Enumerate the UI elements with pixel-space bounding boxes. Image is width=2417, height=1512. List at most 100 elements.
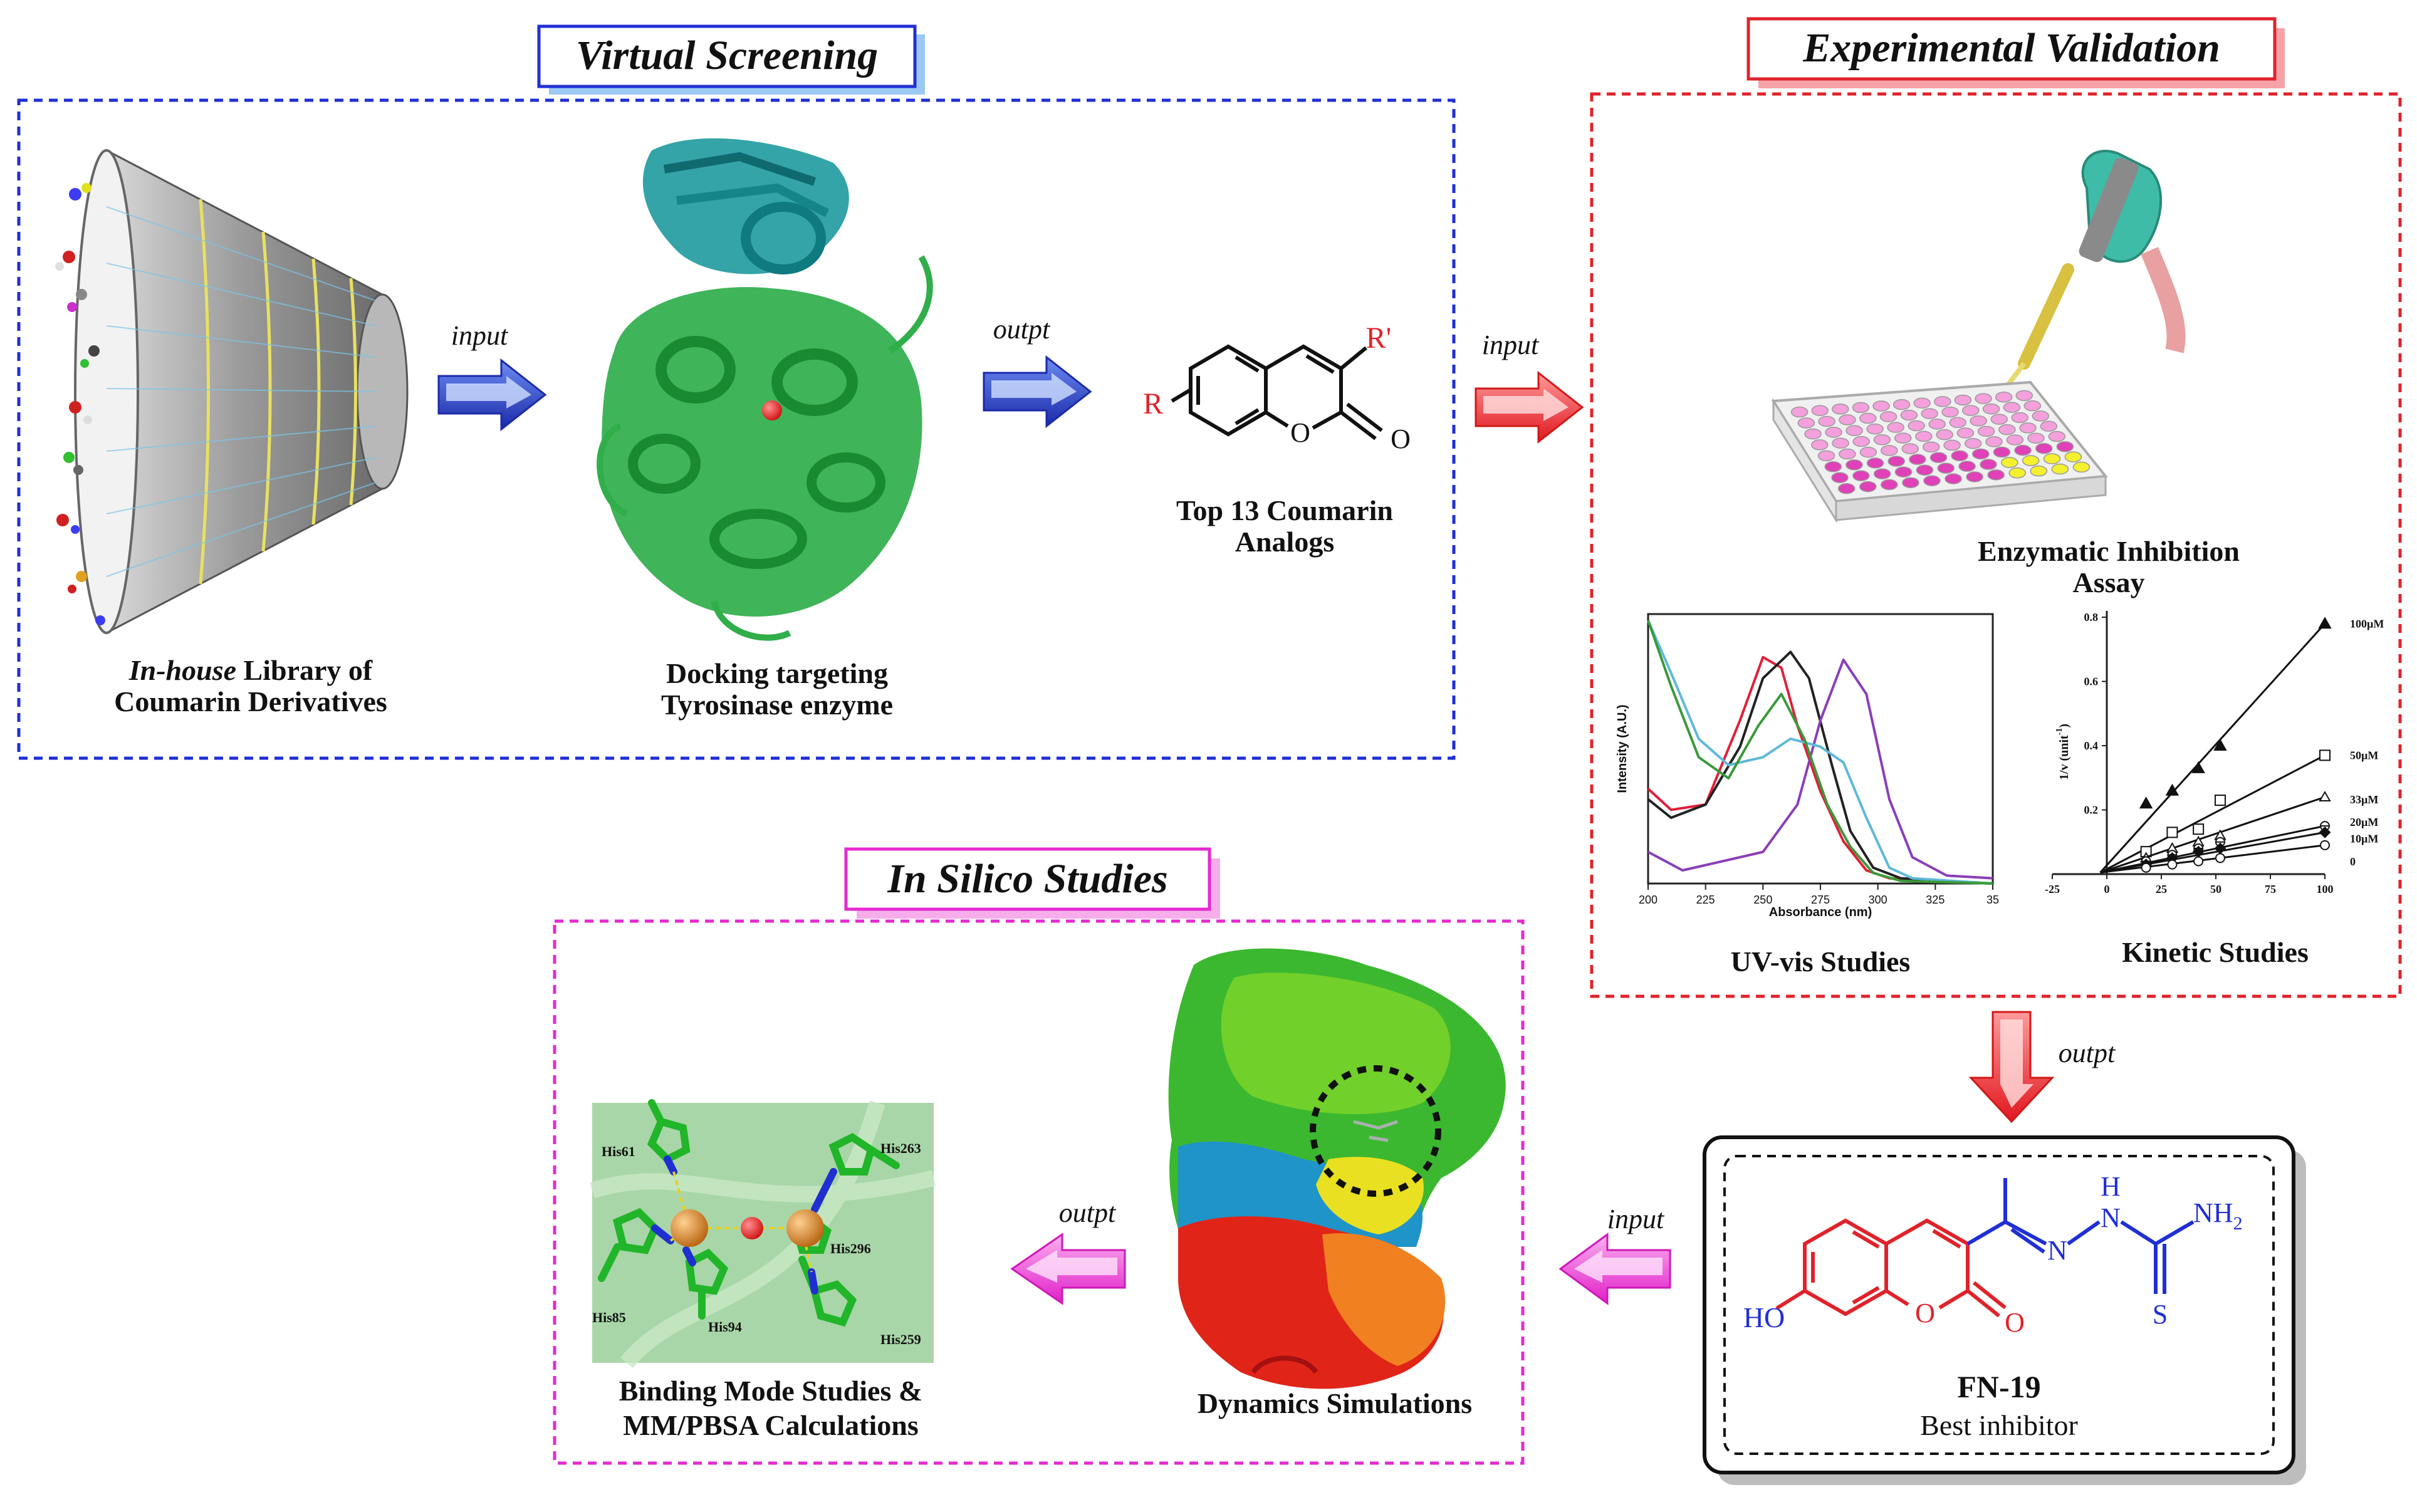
uv-vis-y-axis-label: Intensity (A.U.) <box>1616 704 1629 793</box>
kinetic-y-tick-label: 0.2 <box>2084 804 2099 816</box>
in-silico-section: In Silico Studies <box>553 847 1525 1465</box>
plate-well <box>2011 412 2029 424</box>
microplate-illustration <box>1771 380 2108 524</box>
kinetic-fit-line-4 <box>2100 831 2326 873</box>
library-cone-illustration <box>55 149 409 635</box>
assay-caption-line1: Enzymatic Inhibition <box>1978 535 2240 567</box>
plate-well <box>1993 446 2011 458</box>
kinetic-series-label-2: 33µM <box>2350 793 2378 806</box>
plate-well <box>2014 444 2032 456</box>
plate-well <box>2051 463 2069 475</box>
kinetic-x-tick-label: -25 <box>2045 883 2060 895</box>
carbonyl-oxygen-label: O <box>1391 424 1411 454</box>
pipette-illustration <box>2003 150 2186 390</box>
uv-vis-x-tick-label: 275 <box>1811 894 1830 906</box>
kinetic-point-1 <box>2214 795 2226 806</box>
kinetic-point-5 <box>2193 856 2204 867</box>
kinetic-point-2 <box>2319 790 2331 801</box>
plate-well <box>2001 457 2018 468</box>
kinetic-point-0 <box>2213 738 2227 751</box>
plate-well <box>2072 461 2091 473</box>
library-caption-line2: Coumarin Derivatives <box>114 686 387 717</box>
experimental-validation-section: Experimental Validation Enzymatic Inhibi… <box>1590 17 2402 998</box>
kinetic-series-label-3: 20µM <box>2350 816 2378 828</box>
svg-text:outpt: outpt <box>993 314 1051 345</box>
plate-well <box>1958 461 1976 472</box>
plate-well <box>1902 477 1919 489</box>
arrow-library-to-docking: input <box>437 320 547 432</box>
svg-text:input: input <box>1607 1204 1665 1234</box>
r-prime-substituent-label: R' <box>1366 321 1392 355</box>
svg-text:input: input <box>451 320 509 351</box>
plate-well <box>1859 481 1877 493</box>
plate-well <box>1945 473 1962 484</box>
kinetic-point-4 <box>2319 826 2331 838</box>
uv-vis-series-3 <box>1647 620 1993 885</box>
plate-well <box>2006 434 2024 446</box>
residue-his94: His94 <box>708 1319 742 1335</box>
uv-vis-x-tick-label: 325 <box>1926 894 1945 906</box>
plate-well <box>1872 400 1890 412</box>
plate-well <box>1845 459 1863 471</box>
uv-vis-x-tick-label: 225 <box>1696 894 1715 906</box>
best-inhibitor-subtitle: Best inhibitor <box>1920 1409 2078 1441</box>
binding-site-panel: His61 His263 His296 His85 His94 His259 <box>590 1099 936 1369</box>
plate-well <box>1852 470 1870 481</box>
svg-text:outpt: outpt <box>1059 1197 1117 1228</box>
plate-well <box>1949 417 1966 429</box>
plate-well <box>1839 414 1856 425</box>
plate-well <box>1881 479 1898 491</box>
plate-well <box>1972 448 1990 460</box>
plate-well <box>1859 412 1877 424</box>
best-inhibitor-name: FN-19 <box>1957 1369 2040 1404</box>
plate-well <box>1818 415 1835 427</box>
kinetic-point-1 <box>2166 826 2178 838</box>
coumarin-scaffold-structure <box>1171 344 1383 441</box>
molecule-cluster <box>55 183 105 625</box>
plate-well <box>1866 457 1884 469</box>
plate-well <box>1817 450 1835 462</box>
plate-well <box>1901 443 1919 454</box>
plate-well <box>1964 437 1982 449</box>
kinetic-fit-line-1 <box>2099 754 2326 873</box>
plate-well <box>1936 429 1953 441</box>
uv-vis-x-axis-label: Absorbance (nm) <box>1769 905 1872 919</box>
plate-well <box>1859 446 1877 458</box>
kinetic-y-tick-label: 0.6 <box>2084 675 2099 688</box>
kinetic-y-tick-label: 0.8 <box>2084 611 2099 623</box>
plate-well <box>1825 427 1842 438</box>
uv-vis-series-2 <box>1647 659 1993 880</box>
binding-caption-line2: MM/PBSA Calculations <box>623 1409 919 1441</box>
kinetic-fit-line-0 <box>2099 623 2326 873</box>
arrow-best-to-dynamics: input <box>1558 1204 1671 1305</box>
plate-well <box>1937 462 1955 474</box>
plate-well <box>1962 405 1980 416</box>
kinetic-point-5 <box>2141 862 2151 873</box>
kinetic-y-axis-label: 1/v (unit-1) <box>2055 724 2071 780</box>
best-inhibitor-inner-frame <box>1723 1155 2275 1455</box>
fn19-hydrogen-label: H <box>2101 1171 2121 1202</box>
plate-well <box>1832 404 1849 415</box>
kinetic-point-1 <box>2193 823 2205 835</box>
fn19-imine-n-label: N <box>2047 1235 2067 1266</box>
plate-well <box>1852 435 1871 447</box>
plate-well <box>2008 467 2026 479</box>
plate-well <box>1923 475 1941 486</box>
bridging-oxygen <box>741 1217 763 1239</box>
plate-well <box>1797 417 1815 429</box>
in-silico-title-box <box>844 847 1211 911</box>
kinetic-point-5 <box>2215 853 2225 863</box>
plate-well <box>1804 428 1822 440</box>
residue-his61: His61 <box>602 1144 635 1159</box>
fn19-structure <box>1775 1178 2195 1318</box>
uv-vis-series-0 <box>1647 655 1993 885</box>
in-silico-title: In Silico Studies <box>887 856 1167 902</box>
plate-well <box>1956 427 1975 439</box>
kinetic-series-label-0: 100µM <box>2350 617 2384 630</box>
plate-well <box>2019 422 2037 434</box>
plate-well <box>1790 406 1809 418</box>
uv-vis-x-tick-label: 200 <box>1639 894 1657 906</box>
uv-vis-series-4 <box>1647 620 1993 885</box>
plate-well <box>2035 442 2053 454</box>
